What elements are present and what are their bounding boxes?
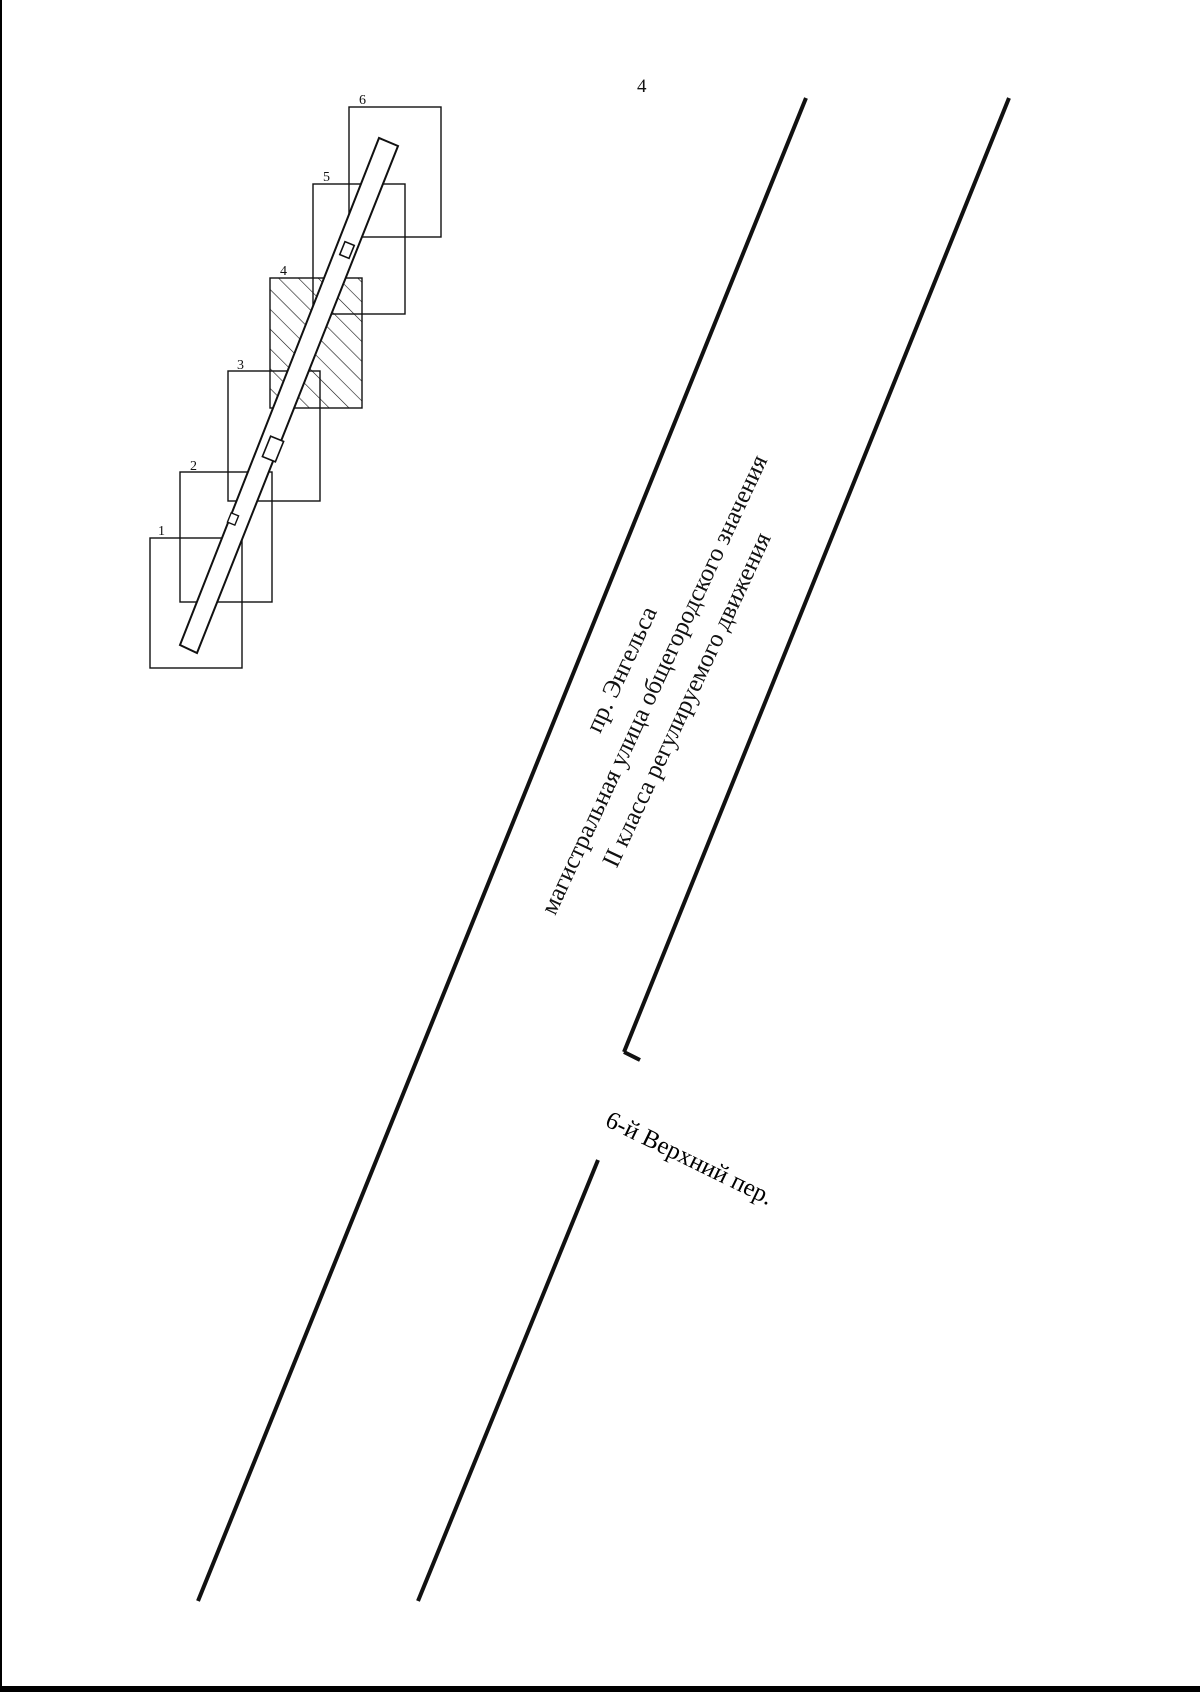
scan-border-bottom — [0, 1686, 1200, 1692]
section-label-3: 3 — [237, 358, 244, 373]
section-frame-1 — [149, 537, 243, 669]
main-street-left-edge — [196, 97, 808, 1602]
scan-border-left — [0, 0, 2, 1692]
side-street-edge-corner — [623, 1050, 641, 1062]
strip-notch-1 — [261, 435, 285, 463]
side-street-edge — [416, 1159, 600, 1602]
section-label-5: 5 — [323, 170, 330, 185]
section-label-6: 6 — [359, 93, 366, 108]
main-street-right-edge — [622, 97, 1011, 1053]
section-label-4: 4 — [280, 264, 287, 279]
section-frame-6 — [348, 106, 442, 238]
section-frame-2 — [179, 471, 273, 603]
section-label-1: 1 — [158, 524, 165, 539]
object-strip — [178, 136, 400, 655]
section-frame-3 — [227, 370, 321, 502]
section-frame-5 — [312, 183, 406, 315]
section-label-2: 2 — [190, 459, 197, 474]
page-number: 4 — [637, 76, 647, 97]
strip-notch-3 — [226, 511, 240, 527]
strip-notch-2 — [338, 240, 356, 260]
